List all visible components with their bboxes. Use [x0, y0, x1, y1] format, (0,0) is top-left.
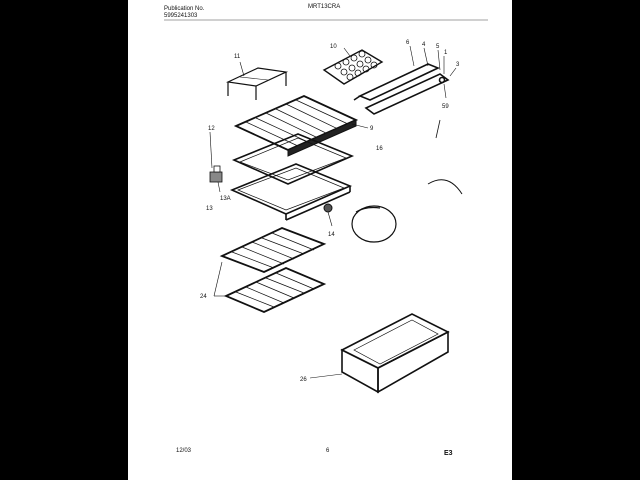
- callout-9: 9: [370, 126, 374, 132]
- part-arc: [427, 179, 463, 195]
- callout-10: 10: [330, 44, 337, 50]
- callout-14: 14: [328, 232, 335, 238]
- part-10-egg-tray: [322, 49, 384, 85]
- callout-5: 5: [436, 44, 440, 50]
- callout-24: 24: [200, 294, 207, 300]
- part-14-knob: [323, 203, 333, 213]
- footer-page: 6: [326, 448, 330, 454]
- callout-13: 13: [206, 206, 213, 212]
- model-number: MRT13CRA: [308, 4, 341, 10]
- part-26-crisper-pan: [340, 313, 450, 394]
- publication-number: 5995241303: [164, 13, 198, 19]
- callout-13A: 13A: [220, 196, 231, 202]
- callout-16: 16: [376, 146, 383, 152]
- callout-3: 3: [456, 62, 460, 68]
- exploded-parts-drawing: 11 10 6 4 5 1 3 9 12 16 13A 13 14 24 26 …: [164, 19, 488, 394]
- callout-1: 1: [444, 50, 448, 56]
- part-24-wire-shelves: [219, 227, 327, 313]
- callout-26: 26: [300, 377, 307, 383]
- part-round-shelf: [351, 205, 397, 243]
- part-9-wire-shelf: [233, 95, 359, 157]
- publication-label: Publication No.: [164, 6, 205, 12]
- callout-11: 11: [234, 54, 241, 60]
- callout-59: 59: [442, 104, 449, 110]
- parts-door-rails: [353, 63, 450, 139]
- callout-12: 12: [208, 126, 215, 132]
- callout-6: 6: [406, 40, 410, 46]
- parts-diagram-sheet: Publication No. 5995241303 MRT13CRA: [128, 0, 512, 480]
- part-13-bracket: [209, 165, 223, 183]
- footer-date: 12/03: [176, 448, 192, 454]
- parts-glass-shelves: [229, 133, 355, 221]
- callout-4: 4: [422, 42, 426, 48]
- part-11-rack: [225, 67, 289, 100]
- leader-lines: [209, 45, 457, 379]
- footer-section: E3: [444, 450, 453, 457]
